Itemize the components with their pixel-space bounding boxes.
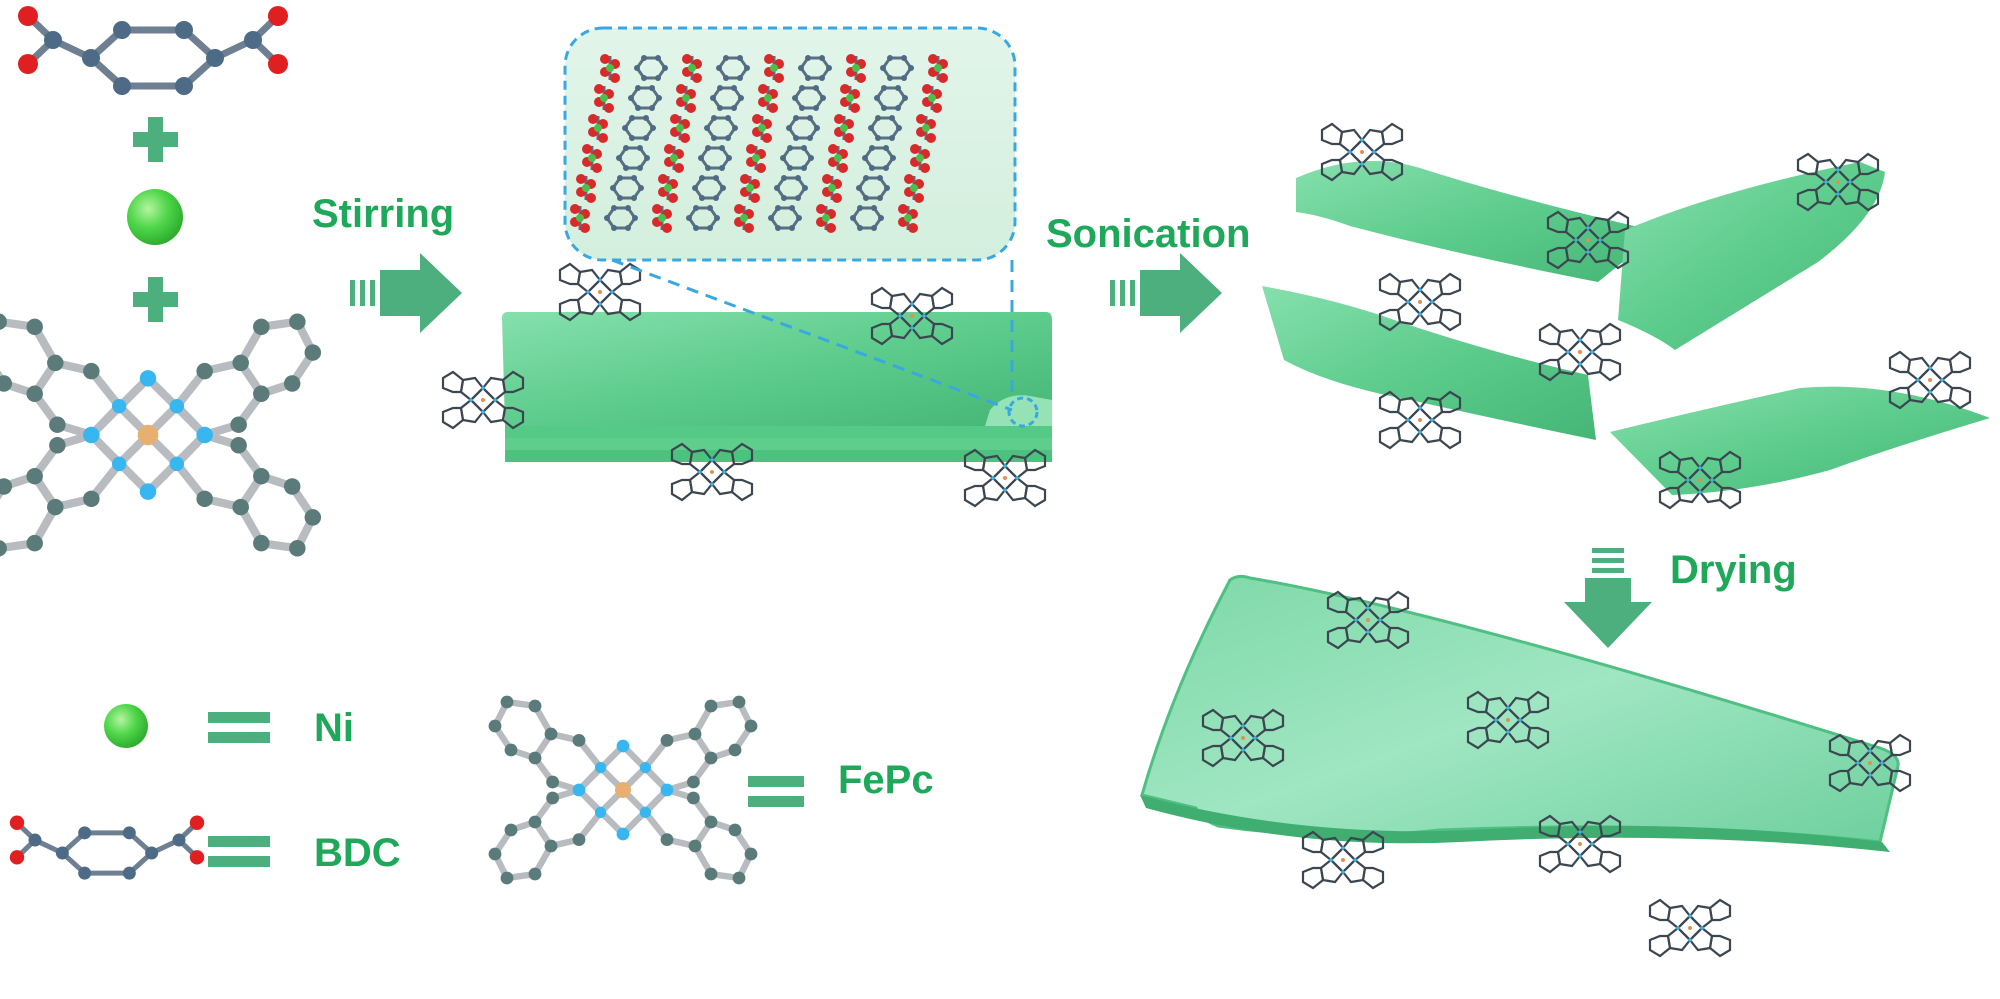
step-label-stirring: Stirring bbox=[312, 194, 454, 234]
legend-label-ni: Ni bbox=[314, 708, 354, 748]
arrow-right-icon bbox=[350, 253, 462, 333]
layered-mof-stack bbox=[502, 312, 1052, 462]
equals-icon bbox=[208, 836, 270, 867]
equals-icon bbox=[748, 776, 804, 807]
legend-label-bdc: BDC bbox=[314, 833, 401, 873]
fepc-molecule-icon bbox=[0, 313, 321, 556]
plus-icon bbox=[133, 277, 178, 322]
legend-label-fepc: FePc bbox=[838, 760, 934, 800]
equals-icon bbox=[208, 712, 270, 743]
fepc-molecule-icon bbox=[1650, 900, 1730, 956]
arrow-down-icon bbox=[1564, 548, 1652, 648]
bdc-molecule-icon bbox=[18, 6, 288, 95]
plus-icon bbox=[133, 117, 178, 162]
exfoliated-nanosheets bbox=[1262, 161, 1990, 495]
fepc-molecule-icon bbox=[489, 696, 758, 885]
bdc-molecule-icon bbox=[10, 816, 204, 880]
step-label-drying: Drying bbox=[1670, 550, 1797, 590]
ni-atom-icon bbox=[127, 189, 183, 245]
arrow-right-icon bbox=[1110, 253, 1222, 333]
fepc-molecule-icon bbox=[560, 264, 640, 320]
dried-film bbox=[1140, 576, 1898, 852]
ni-atom-icon bbox=[104, 704, 148, 748]
step-label-sonication: Sonication bbox=[1046, 214, 1250, 254]
